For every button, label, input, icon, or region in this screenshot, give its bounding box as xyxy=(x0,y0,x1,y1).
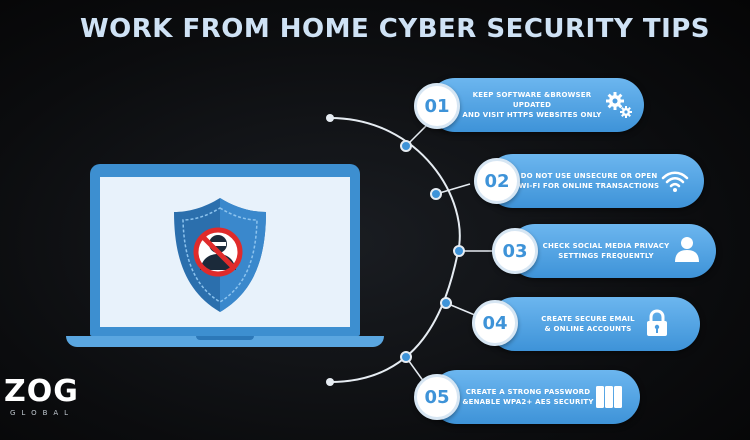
zog-global-logo: ZOG GLOBAL xyxy=(4,374,79,418)
wifi-icon xyxy=(661,171,689,192)
tip-01-line2: AND VISIT HTTPS WEBSITES ONLY xyxy=(462,111,602,119)
tip-04-line2: & ONLINE ACCOUNTS xyxy=(544,325,632,333)
page-title: WORK FROM HOME CYBER SECURITY TIPS xyxy=(79,14,711,44)
tip-card-05: CREATE A STRONG PASSWORD &ENABLE WPA2+ A… xyxy=(430,370,640,424)
password-icon xyxy=(596,386,622,408)
tip-number-05: 05 xyxy=(414,374,460,420)
laptop-base xyxy=(66,336,384,347)
tip-05-line2: &ENABLE WPA2+ AES SECURITY xyxy=(462,398,594,406)
tip-01-line1: KEEP SOFTWARE &BROWSER UPDATED xyxy=(472,91,592,109)
gears-icon xyxy=(606,92,632,118)
tip-card-04: CREATE SECURE EMAIL & ONLINE ACCOUNTS xyxy=(488,297,700,351)
user-icon xyxy=(675,237,699,262)
logo-subtitle: GLOBAL xyxy=(10,409,75,417)
tip-03-line1: CHECK SOCIAL MEDIA PRIVACY xyxy=(542,242,670,250)
laptop-notch xyxy=(196,336,254,340)
tip-02-line2: WI-FI FOR ONLINE TRANSACTIONS xyxy=(518,182,660,190)
tip-03-line2: SETTINGS FREQUENTLY xyxy=(558,252,654,260)
tip-number-04: 04 xyxy=(472,300,518,346)
tip-card-01: KEEP SOFTWARE &BROWSER UPDATED AND VISIT… xyxy=(428,78,644,132)
tip-number-03: 03 xyxy=(492,228,538,274)
hacker-shield-icon xyxy=(174,198,266,312)
tip-number-02: 02 xyxy=(474,158,520,204)
logo-mark: ZOG xyxy=(4,374,79,409)
tip-02-line1: DO NOT USE UNSECURE OR OPEN xyxy=(520,172,658,180)
tip-04-line1: CREATE SECURE EMAIL xyxy=(541,315,635,323)
tip-card-03: CHECK SOCIAL MEDIA PRIVACY SETTINGS FREQ… xyxy=(508,224,716,278)
tip-card-02: DO NOT USE UNSECURE OR OPEN WI-FI FOR ON… xyxy=(486,154,704,208)
tip-number-01: 01 xyxy=(414,83,460,129)
lock-icon xyxy=(647,309,667,336)
tip-05-line1: CREATE A STRONG PASSWORD xyxy=(465,388,591,396)
